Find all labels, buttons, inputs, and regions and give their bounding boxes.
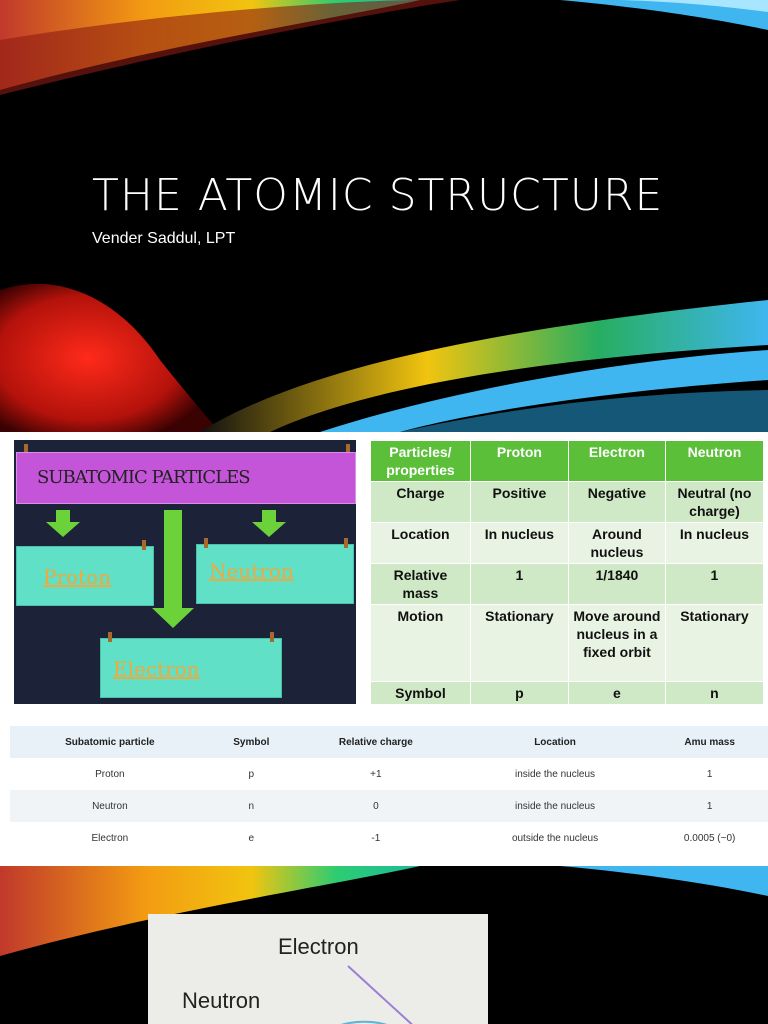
pin-icon <box>204 538 208 548</box>
table-header-row: Particles/ properties Proton Electron Ne… <box>370 440 765 482</box>
table-header-row: Subatomic particle Symbol Relative charg… <box>10 726 768 758</box>
summary-slide: Subatomic particle Symbol Relative charg… <box>0 720 768 850</box>
arrows <box>46 510 286 628</box>
proton-card: Proton <box>16 546 154 606</box>
pin-icon <box>346 444 350 454</box>
table-row: Proton p +1 inside the nucleus 1 <box>95 768 713 780</box>
properties-table: Particles/ properties Proton Electron Ne… <box>370 440 765 705</box>
pin-icon <box>344 538 348 548</box>
table-row: Electron e -1 outside the nucleus 0.0005… <box>91 832 736 844</box>
pin-icon <box>108 632 112 642</box>
title-slide: THE ATOMIC STRUCTURE Vender Saddul, LPT <box>0 0 768 432</box>
subatomic-table: Subatomic particle Symbol Relative charg… <box>10 726 768 854</box>
slide-subtitle: Vender Saddul, LPT <box>92 230 236 247</box>
atom-slide: Electron Neutron <box>0 866 768 1024</box>
diagram-banner: SUBATOMIC PARTICLES <box>16 452 356 504</box>
electron-label: Electron <box>113 657 200 681</box>
arrow-down-icon <box>46 510 80 537</box>
decorative-swooshes <box>0 0 768 432</box>
particles-slide: SUBATOMIC PARTICLES Proton Neutron Elect… <box>0 432 768 706</box>
arrow-down-icon <box>252 510 286 537</box>
neutron-card: Neutron <box>196 544 354 604</box>
neutron-label: Neutron <box>182 988 261 1013</box>
table-row: Charge Positive Negative Neutral (no cha… <box>370 481 765 523</box>
table-row: Symbol p e n <box>370 681 765 705</box>
neutron-label: Neutron <box>209 559 294 583</box>
atom-lines <box>341 965 413 1024</box>
decorative-swooshes <box>0 866 768 956</box>
table-row: Location In nucleus Around nucleus In nu… <box>370 522 765 564</box>
table-row: Motion Stationary Move around nucleus in… <box>370 604 765 682</box>
slide-title: THE ATOMIC STRUCTURE <box>92 170 664 221</box>
pin-icon <box>270 632 274 642</box>
electron-label: Electron <box>278 934 359 959</box>
table-row: Neutron n 0 inside the nucleus 1 <box>10 790 768 822</box>
table-row: Relative mass 1 1/1840 1 <box>370 563 765 605</box>
arrow-down-icon <box>152 510 194 628</box>
subatomic-diagram: SUBATOMIC PARTICLES Proton Neutron Elect… <box>14 440 356 704</box>
proton-label: Proton <box>43 565 112 589</box>
pin-icon <box>142 540 146 550</box>
atom-diagram: Electron Neutron <box>148 914 488 1024</box>
banner-label: SUBATOMIC PARTICLES <box>37 467 251 488</box>
electron-card: Electron <box>100 638 282 698</box>
pin-icon <box>24 444 28 454</box>
